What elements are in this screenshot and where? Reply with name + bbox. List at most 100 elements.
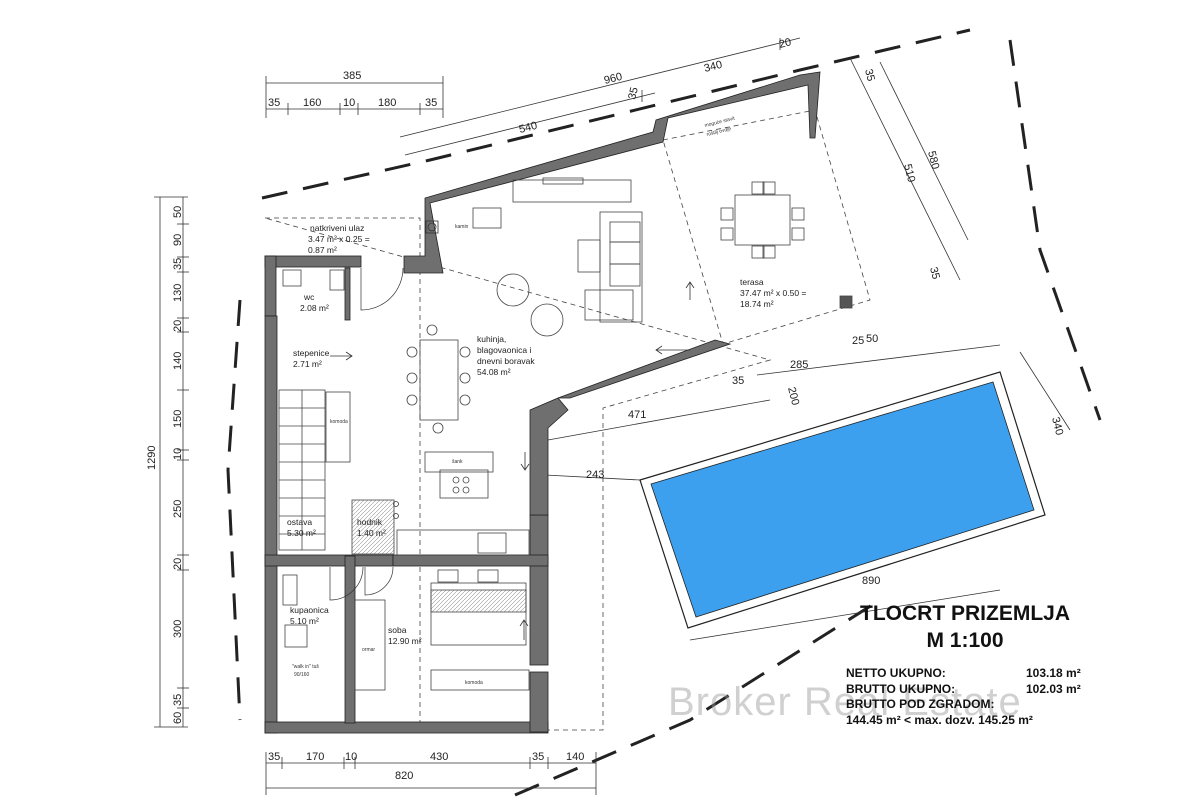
dim-left-20b: 20	[172, 558, 184, 570]
dim-bot-35: 35	[268, 751, 280, 763]
dim-top-35b: 35	[425, 97, 437, 109]
dim-25: 25	[852, 335, 864, 347]
room-terasa-area2: 18.74 m²	[740, 299, 774, 309]
dim-left-130: 130	[172, 284, 184, 302]
room-dnevni-name1: kuhinja,	[477, 334, 506, 344]
dim-left-150: 150	[172, 410, 184, 428]
dim-left-250: 250	[172, 500, 184, 518]
note-komoda-1: komoda	[330, 419, 348, 425]
dim-471: 471	[628, 409, 646, 421]
walls	[264, 71, 821, 734]
room-ulaz-area2: 0.87 m²	[308, 245, 337, 255]
netto-value: 103.18 m²	[1026, 666, 1081, 680]
watermark: Broker Real Estate	[668, 680, 1022, 724]
dim-left-35: 35	[172, 258, 184, 270]
light-icon	[393, 501, 399, 507]
room-stepenice-name: stepenice	[293, 348, 330, 358]
dim-top-35: 35	[268, 97, 280, 109]
brutto-row: BRUTTO UKUPNO: 102.03 m²	[846, 682, 1146, 698]
dim-20: 20	[778, 36, 793, 51]
dim-1290: 1290	[146, 446, 158, 470]
dim-left-10: 10	[172, 448, 184, 460]
room-labels: natkriveni ulaz 3.47 m² x 0.25 = 0.87 m²…	[287, 116, 806, 686]
room-kupaonica-area: 5.10 m²	[290, 616, 319, 626]
room-terasa-area: 37.47 m² x 0.50 =	[740, 288, 806, 298]
room-soba-area: 12.90 m²	[388, 636, 422, 646]
dim-890: 890	[862, 575, 880, 587]
room-ostava-name: ostava	[287, 517, 312, 527]
dim-243: 243	[586, 469, 604, 481]
area-totals: NETTO UKUPNO: 103.18 m² BRUTTO UKUPNO: 1…	[846, 666, 1146, 728]
dim-160: 160	[303, 97, 321, 109]
dim-170: 170	[306, 751, 324, 763]
room-dnevni-area: 54.08 m²	[477, 367, 511, 377]
furniture	[282, 177, 853, 691]
arrow-left-icon	[655, 345, 690, 355]
misc-symbols	[330, 220, 695, 640]
room-stepenice-area: 2.71 m²	[293, 359, 322, 369]
pool	[639, 371, 1046, 629]
dim-diag-35: 35	[626, 86, 641, 101]
arrow-up-icon	[685, 281, 695, 300]
dim-540: 540	[518, 120, 539, 136]
dim-340: 340	[703, 59, 724, 75]
dim-top-10: 10	[343, 97, 355, 109]
dim-left-35b: 35	[172, 694, 184, 706]
room-kupaonica-name: kupaonica	[290, 605, 329, 615]
room-wc-area: 2.08 m²	[300, 303, 329, 313]
site-outlines	[264, 109, 871, 731]
dim-430: 430	[430, 751, 448, 763]
brutto-label: BRUTTO UKUPNO:	[846, 681, 956, 696]
plan-title: TLOCRT PRIZEMLJA M 1:100	[820, 600, 1110, 654]
arrow-up-icon-2	[519, 619, 529, 640]
dim-140: 140	[566, 751, 584, 763]
room-soba-name: soba	[388, 625, 407, 635]
note-komoda-2: komoda	[465, 680, 483, 686]
dim-580: 580	[925, 150, 941, 171]
room-walkin-name: "walk in" tuš	[292, 664, 319, 670]
room-dnevni-name3: dnevni boravak	[477, 356, 535, 366]
room-ulaz-name: natkriveni ulaz	[310, 223, 364, 233]
dim-820: 820	[395, 770, 413, 782]
room-ostava-area: 5.30 m²	[287, 528, 316, 538]
room-dnevni-name2: blagovaonica i	[477, 345, 531, 355]
room-hodnik-area: 1.40 m²	[357, 528, 386, 538]
arrow-right-icon	[330, 351, 353, 361]
netto-row: NETTO UKUPNO: 103.18 m²	[846, 666, 1146, 682]
dim-left-20: 20	[172, 320, 184, 332]
note-kamin: kamin	[455, 224, 469, 230]
note-roof-2: roštilj ovdje	[706, 126, 732, 138]
note-sank: šank	[452, 459, 463, 465]
arrow-down-icon	[520, 452, 530, 471]
room-walkin-size: 90/160	[294, 672, 310, 678]
dimension-lines	[154, 37, 1071, 795]
chimney-icon	[425, 220, 439, 234]
plan-title-line1: TLOCRT PRIZEMLJA	[860, 602, 1070, 625]
dimension-labels: 385 35 160 10 180 35 960 340 35 20 540 3…	[146, 36, 1065, 782]
dim-510: 510	[901, 163, 917, 184]
light-icon-2	[393, 513, 399, 519]
dim-left-140: 140	[172, 352, 184, 370]
room-wc-name: wc	[303, 292, 315, 302]
room-terasa-name: terasa	[740, 277, 764, 287]
dim-left-90: 90	[172, 234, 184, 246]
dim-pool-35: 35	[732, 375, 744, 387]
dim-180: 180	[378, 97, 396, 109]
plot-boundary	[226, 28, 1102, 797]
room-hodnik-name: hodnik	[357, 517, 383, 527]
room-ulaz-area: 3.47 m² x 0.25 =	[308, 234, 370, 244]
dim-left-60: 60	[172, 712, 184, 724]
doors	[329, 267, 404, 601]
dim-385: 385	[343, 70, 361, 82]
dim-50: 50	[866, 333, 878, 345]
staircase	[278, 389, 326, 551]
netto-label: NETTO UKUPNO:	[846, 666, 946, 680]
pod-label: BRUTTO POD ZGRADOM:	[846, 697, 995, 711]
pod-value: 144.45 m² < max. dozv. 145.25 m²	[846, 712, 1033, 727]
dim-pool-340: 340	[1049, 416, 1065, 437]
note-roof-1: moguće stavit	[704, 116, 736, 129]
brutto-value: 102.03 m²	[1026, 681, 1081, 696]
dim-left-50: 50	[172, 206, 184, 218]
plan-title-line2: M 1:100	[926, 629, 1004, 652]
